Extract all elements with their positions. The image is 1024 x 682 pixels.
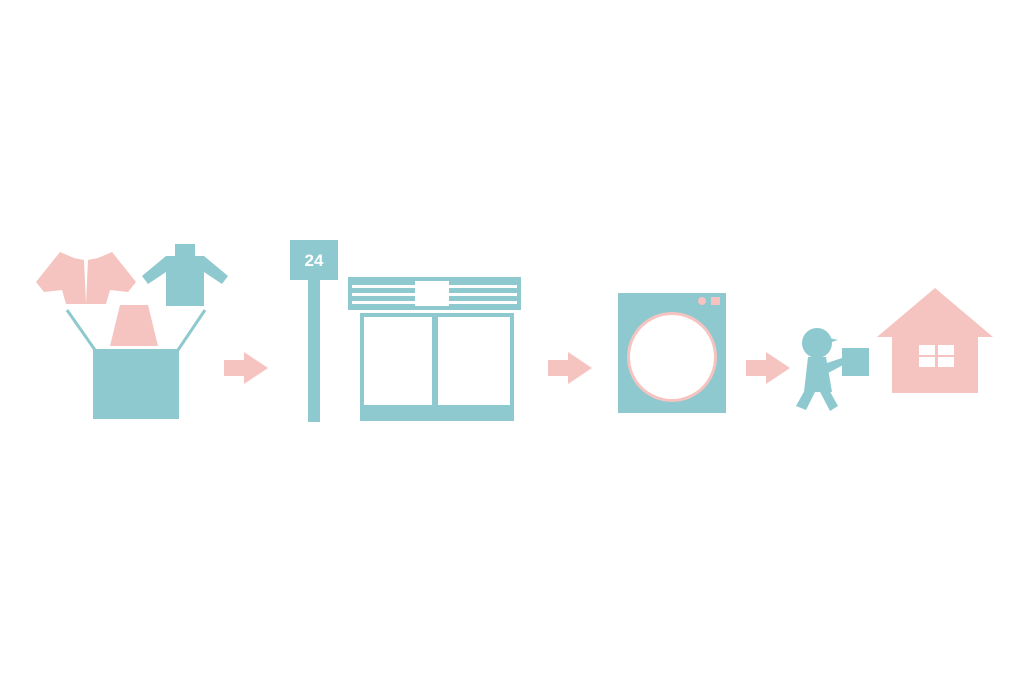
person-arm xyxy=(824,358,845,373)
arrow-right-icon xyxy=(746,352,790,384)
arrow-right-icon xyxy=(224,352,268,384)
cardigan-icon xyxy=(36,252,136,304)
package-icon xyxy=(842,348,869,376)
box-flap-left xyxy=(65,309,97,351)
machine-door xyxy=(630,315,714,399)
skirt-icon xyxy=(110,305,158,346)
person-leg-left xyxy=(796,388,816,410)
machine-button xyxy=(698,297,706,305)
sign-pole xyxy=(308,280,320,422)
person-leg-right xyxy=(818,388,838,411)
store-window-right xyxy=(438,317,510,405)
arrow-right-icon xyxy=(548,352,592,384)
person-body xyxy=(804,357,832,392)
box-flap-right xyxy=(176,309,207,351)
sweater-icon xyxy=(142,244,228,306)
store-window-left xyxy=(364,317,432,405)
store-24h-icon: 24 xyxy=(290,240,521,422)
person-cap-brim xyxy=(829,338,838,343)
store-sign-panel xyxy=(415,281,449,306)
delivery-person-icon xyxy=(796,328,869,411)
clothes-box-icon xyxy=(36,244,228,419)
sign-board xyxy=(290,240,338,280)
house-icon xyxy=(877,288,993,393)
person-head xyxy=(802,328,832,358)
washing-machine-icon xyxy=(618,293,726,413)
window-divider xyxy=(919,355,954,357)
box-icon xyxy=(93,349,179,419)
sign-label: 24 xyxy=(305,251,324,270)
house-shape xyxy=(877,288,993,393)
machine-display xyxy=(711,297,720,305)
